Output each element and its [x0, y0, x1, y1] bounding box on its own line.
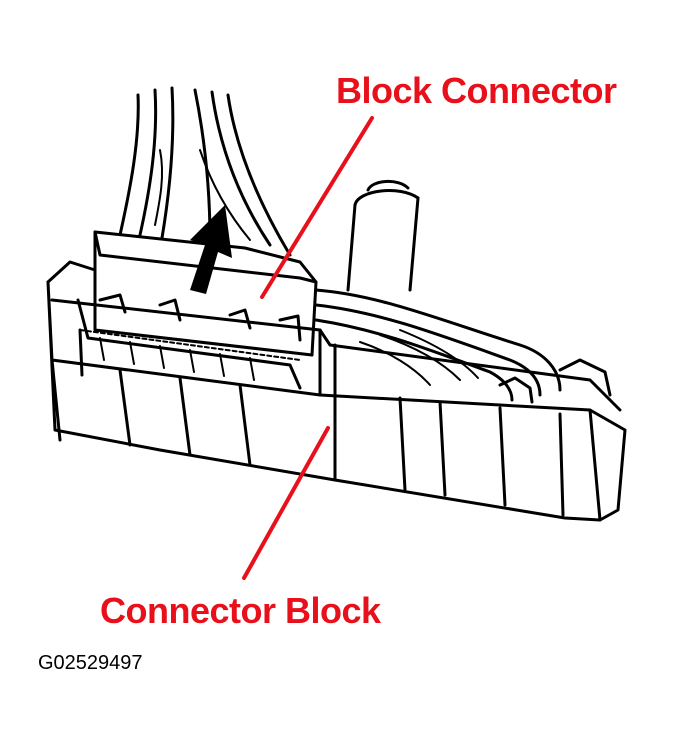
callout-block-connector: Block Connector: [336, 70, 617, 111]
block-connector-body: [76, 230, 318, 390]
wire-harness-right: [314, 288, 562, 402]
connector-block-body: [46, 260, 627, 522]
arrow-up-icon: [190, 205, 232, 294]
figure-id: G02529497: [38, 652, 143, 674]
callout-connector-block: Connector Block: [100, 590, 381, 631]
leader-line-connector-block: [242, 426, 330, 580]
leader-line-block-connector: [260, 116, 374, 299]
wire-harness-upper: [118, 86, 292, 257]
cylinder-post: [346, 180, 420, 292]
latch-area: [79, 329, 301, 381]
